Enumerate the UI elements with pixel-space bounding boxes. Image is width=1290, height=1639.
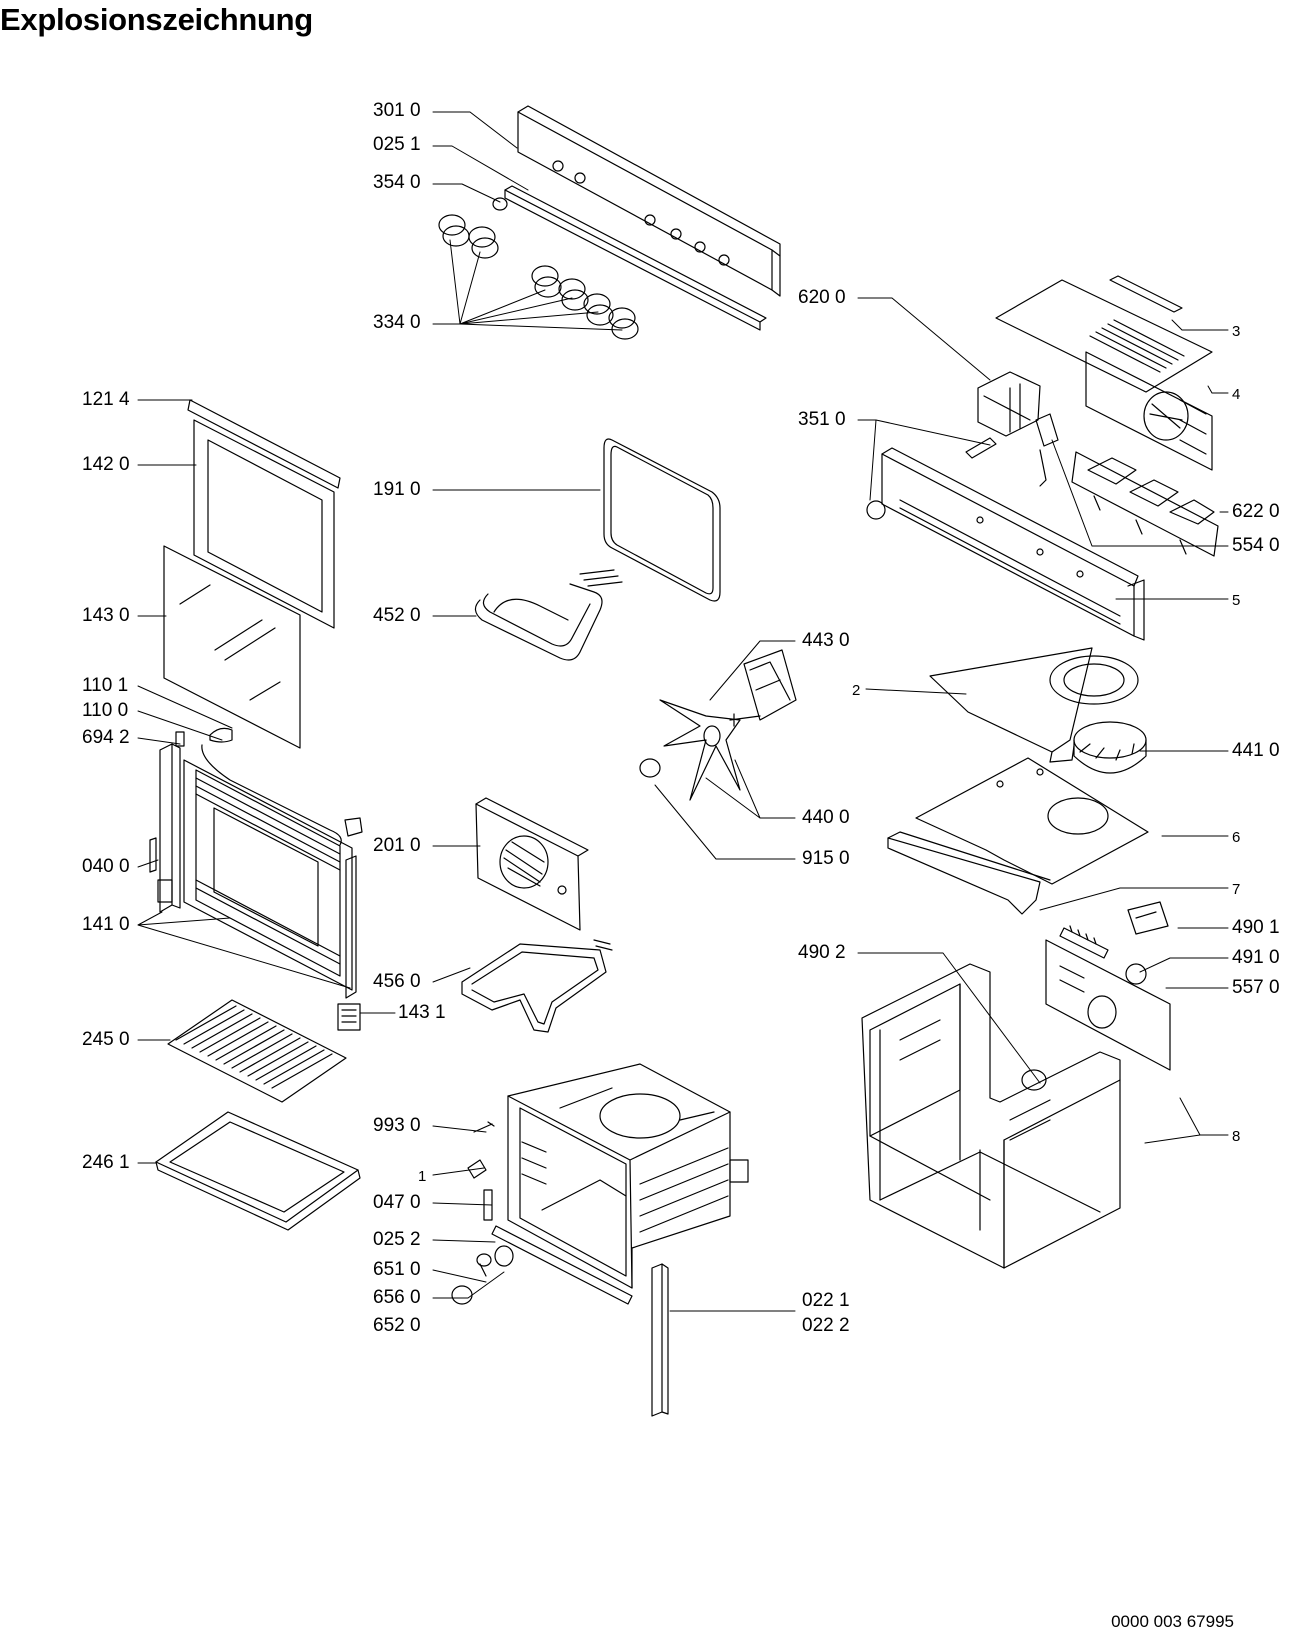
part-label-4: 4 <box>1232 386 1241 403</box>
part-label-047-0: 047 0 <box>373 1192 421 1213</box>
part-label-040-0: 040 0 <box>82 856 130 877</box>
part-label-652-0: 652 0 <box>373 1315 421 1336</box>
part-label-3: 3 <box>1232 323 1241 340</box>
part-label-443-0: 443 0 <box>802 630 850 651</box>
part-label-620-0: 620 0 <box>798 287 846 308</box>
part-label-110-1: 110 1 <box>82 675 129 696</box>
part-label-7: 7 <box>1232 881 1241 898</box>
part-label-1: 1 <box>418 1168 427 1185</box>
part-label-143-1: 143 1 <box>398 1002 446 1023</box>
part-label-245-0: 245 0 <box>82 1029 130 1050</box>
part-label-121-4: 121 4 <box>82 389 130 410</box>
part-label-351-0: 351 0 <box>798 409 846 430</box>
part-label-191-0: 191 0 <box>373 479 421 500</box>
part-label-440-0: 440 0 <box>802 807 850 828</box>
part-label-6: 6 <box>1232 829 1241 846</box>
right-fan-plates <box>888 648 1148 914</box>
part-label-022-1: 022 1 <box>802 1290 850 1311</box>
part-label-022-2: 022 2 <box>802 1315 850 1336</box>
part-label-993-0: 993 0 <box>373 1115 421 1136</box>
part-label-694-2: 694 2 <box>82 727 130 748</box>
part-label-452-0: 452 0 <box>373 605 421 626</box>
part-label-201-0: 201 0 <box>373 835 421 856</box>
part-label-354-0: 354 0 <box>373 172 421 193</box>
part-label-456-0: 456 0 <box>373 971 421 992</box>
right-electronics <box>867 276 1218 640</box>
part-label-143-0: 143 0 <box>82 605 130 626</box>
part-label-491-0: 491 0 <box>1232 947 1280 968</box>
middle-parts <box>452 439 796 1416</box>
door-parts <box>150 400 362 1230</box>
part-label-554-0: 554 0 <box>1232 535 1280 556</box>
part-label-2: 2 <box>852 682 861 699</box>
part-label-301-0: 301 0 <box>373 100 421 121</box>
part-label-651-0: 651 0 <box>373 1259 421 1280</box>
part-label-110-0: 110 0 <box>82 700 129 721</box>
part-label-246-1: 246 1 <box>82 1152 130 1173</box>
document-number: 0000 003 67995 <box>1111 1612 1234 1631</box>
part-label-490-1: 490 1 <box>1232 917 1280 938</box>
part-label-142-0: 142 0 <box>82 454 130 475</box>
control-panel-part <box>439 106 780 339</box>
part-label-141-0: 141 0 <box>82 914 130 935</box>
leader-lines <box>138 112 1228 1311</box>
page-title: Explosionszeichnung <box>0 2 313 37</box>
part-label-8: 8 <box>1232 1128 1241 1145</box>
part-label-557-0: 557 0 <box>1232 977 1280 998</box>
part-label-622-0: 622 0 <box>1232 501 1280 522</box>
part-label-490-2: 490 2 <box>798 942 846 963</box>
part-label-334-0: 334 0 <box>373 312 421 333</box>
part-label-441-0: 441 0 <box>1232 740 1280 761</box>
right-housing <box>862 902 1170 1268</box>
part-label-915-0: 915 0 <box>802 848 850 869</box>
part-label-656-0: 656 0 <box>373 1287 421 1308</box>
part-label-5: 5 <box>1232 592 1241 609</box>
part-label-025-1: 025 1 <box>373 134 421 155</box>
part-label-025-2: 025 2 <box>373 1229 421 1250</box>
